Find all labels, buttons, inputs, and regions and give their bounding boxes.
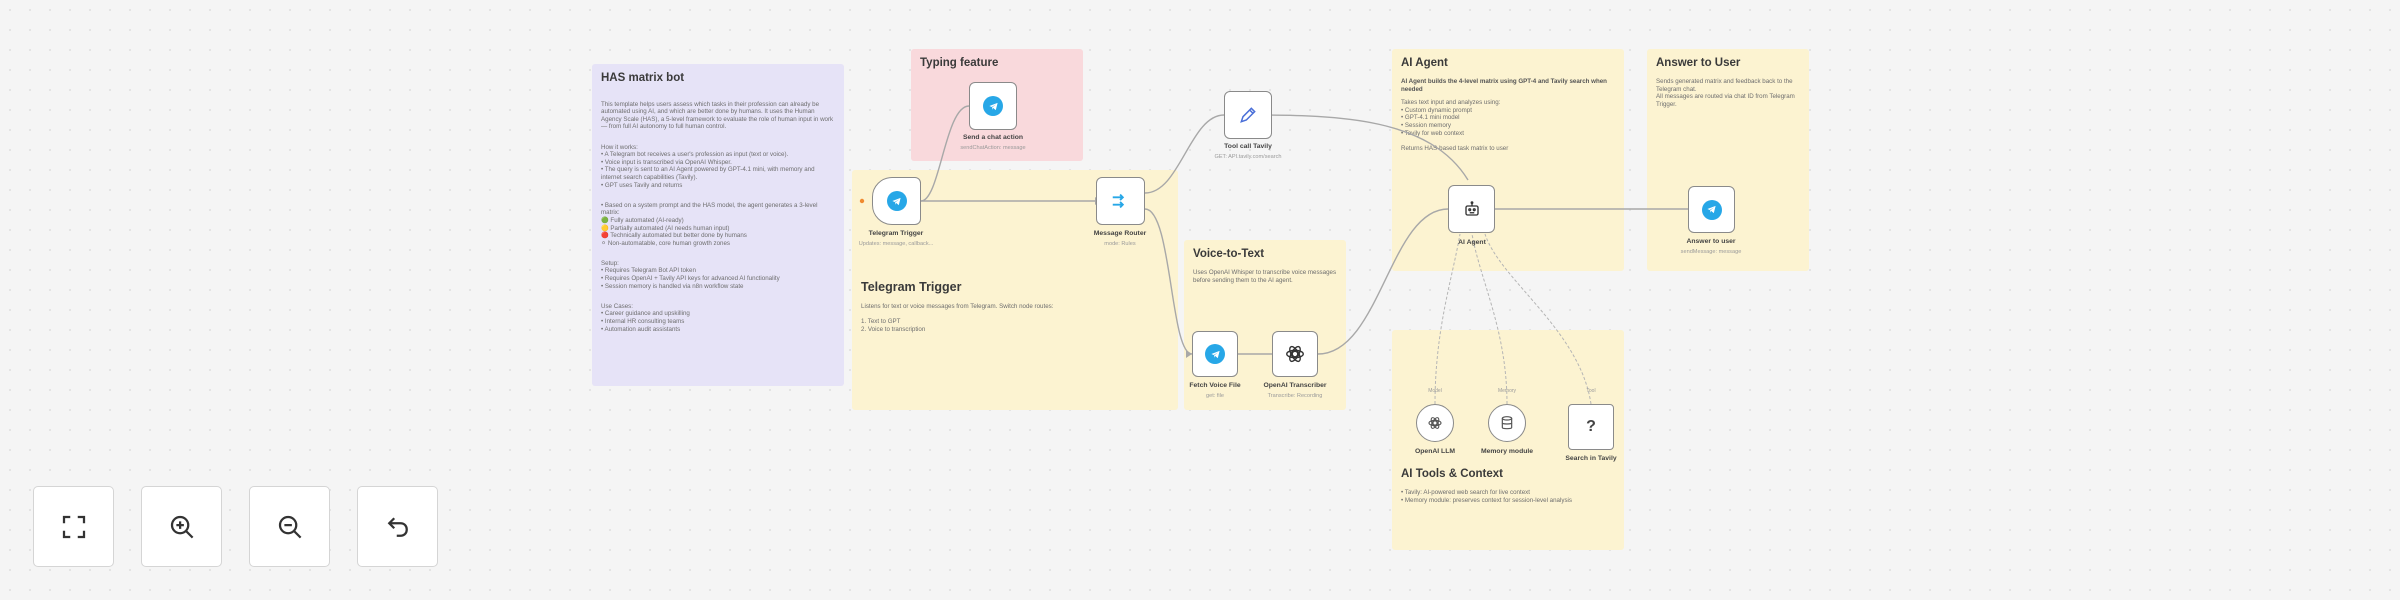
note-body: Listens for text or voice messages from … — [861, 303, 1054, 333]
node-tool-call-tavily[interactable] — [1224, 91, 1272, 139]
node-send-chat-action[interactable] — [969, 82, 1017, 130]
node-sub: get: file — [1205, 393, 1225, 399]
note-title: Answer to User — [1656, 57, 1741, 69]
zoom-in-button[interactable] — [141, 486, 222, 567]
database-icon — [1501, 416, 1513, 430]
pencil-icon — [1240, 107, 1256, 123]
zoom-in-icon — [170, 515, 193, 538]
zoom-out-button[interactable] — [249, 486, 330, 567]
note-body: • Tavily: AI-powered web search for live… — [1401, 489, 1573, 504]
zoom-out-icon — [278, 515, 301, 538]
note-lead: AI Agent builds the 4-level matrix using… — [1401, 78, 1607, 93]
node-label: Send a chat action — [962, 134, 1024, 141]
node-label: Message Router — [1093, 230, 1147, 237]
note-title: AI Tools & Context — [1401, 468, 1504, 480]
node-sub: Updates: message, callback... — [858, 241, 934, 247]
node-label: Answer to user — [1686, 238, 1736, 245]
telegram-icon — [1701, 199, 1722, 220]
note-title: Telegram Trigger — [861, 280, 962, 294]
node-openai-llm[interactable] — [1416, 404, 1454, 442]
node-sub: sendMessage: message — [1680, 249, 1742, 255]
undo-icon — [387, 516, 408, 537]
robot-icon — [1464, 201, 1479, 216]
telegram-icon — [1205, 344, 1225, 364]
node-label: OpenAI LLM — [1414, 448, 1456, 455]
note-has-matrix-bot[interactable]: HAS matrix bot This template helps users… — [592, 64, 844, 386]
note-title: Voice-to-Text — [1193, 248, 1265, 260]
node-label: Tool call Tavily — [1224, 143, 1272, 150]
note-answer-to-user[interactable]: Answer to User Sends generated matrix an… — [1647, 49, 1809, 271]
node-search-in-tavily[interactable]: ? — [1568, 404, 1614, 450]
node-label: OpenAI Transcriber — [1263, 382, 1327, 389]
fit-view-button[interactable] — [33, 486, 114, 567]
node-message-router[interactable] — [1096, 177, 1145, 225]
node-fetch-voice-file[interactable] — [1192, 331, 1238, 377]
telegram-icon — [983, 96, 1003, 116]
port-label: Tool — [1586, 388, 1596, 394]
reset-view-button[interactable] — [357, 486, 438, 567]
fullscreen-icon — [62, 515, 85, 538]
node-answer-to-user[interactable] — [1688, 186, 1735, 233]
note-title: AI Agent — [1401, 57, 1448, 69]
note-title: HAS matrix bot — [601, 72, 685, 84]
node-sub: Transcribe: Recording — [1267, 393, 1323, 399]
note-body: Uses OpenAI Whisper to transcribe voice … — [1193, 269, 1337, 284]
node-label: AI Agent — [1458, 239, 1486, 246]
note-body: Takes text input and analyzes using: • C… — [1401, 99, 1509, 152]
note-body: Sends generated matrix and feedback back… — [1656, 78, 1795, 108]
router-icon — [1112, 193, 1124, 209]
node-label: Memory module — [1480, 448, 1534, 455]
telegram-icon — [886, 191, 907, 211]
node-label: Search in Tavily — [1565, 455, 1617, 462]
note-body: This template helps users assess which t… — [601, 100, 834, 333]
port-label: Model — [1428, 388, 1442, 394]
port-label: Memory — [1497, 388, 1517, 394]
node-ai-agent[interactable] — [1448, 185, 1495, 233]
note-ai-agent[interactable]: AI Agent AI Agent builds the 4-level mat… — [1392, 49, 1624, 271]
openai-icon — [1428, 417, 1442, 429]
node-telegram-trigger[interactable] — [872, 177, 921, 225]
node-sub: GET: API.tavily.com/search — [1214, 154, 1282, 160]
node-openai-transcriber[interactable] — [1272, 331, 1318, 377]
openai-icon — [1286, 345, 1304, 363]
node-sub: mode: Rules — [1104, 241, 1136, 247]
question-icon: ? — [1586, 418, 1596, 435]
node-label: Fetch Voice File — [1189, 382, 1241, 389]
note-title: Typing feature — [920, 57, 999, 69]
node-memory-module[interactable] — [1488, 404, 1526, 442]
node-sub: sendChatAction: message — [960, 145, 1026, 151]
node-label: Telegram Trigger — [868, 230, 924, 237]
